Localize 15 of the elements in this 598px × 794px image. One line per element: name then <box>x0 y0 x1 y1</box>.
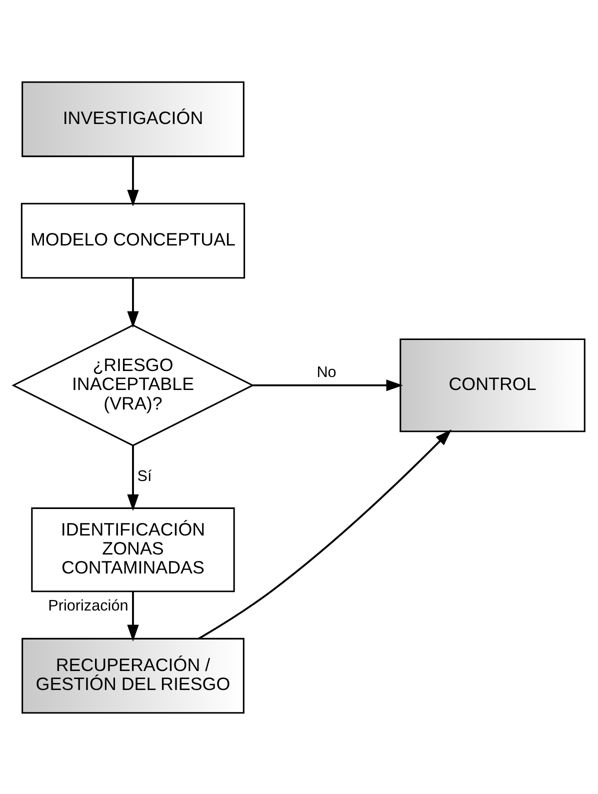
arrow <box>127 590 139 641</box>
edge-label: No <box>316 364 336 381</box>
node-diamond: ¿RIESGO INACEPTABLE (VRA)? <box>12 324 254 446</box>
node-box: MODELO CONCEPTUAL <box>20 202 246 278</box>
node-box: CONTROL <box>400 338 586 432</box>
arrow <box>198 428 452 639</box>
node-box: RECUPERACIÓN / GESTIÓN DEL RIESGO <box>22 637 244 714</box>
edge-label: Sí <box>137 467 152 484</box>
node-box: INVESTIGACIÓN <box>22 80 244 157</box>
arrow <box>127 156 139 206</box>
arrow <box>252 379 403 391</box>
node-box: IDENTIFICACIÓN ZONAS CONTAMINADAS <box>31 506 235 592</box>
edge-label: Priorización <box>48 597 128 614</box>
arrow <box>127 277 139 328</box>
arrow <box>127 445 139 510</box>
